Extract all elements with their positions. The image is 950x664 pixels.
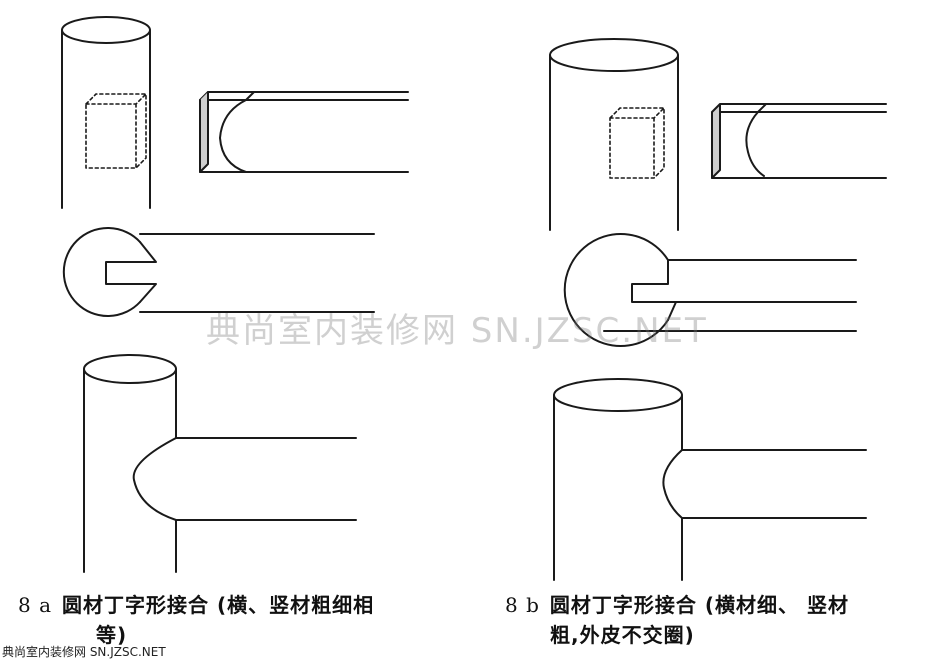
fig-8a-assembled-top-ellipse — [83, 354, 177, 384]
fig-8a-assembled-right-edge — [132, 368, 177, 573]
fig-8b-rail-tenon-face — [712, 104, 720, 178]
fig-8b-rail-saddle-curve — [745, 111, 765, 177]
fig-8a-rail-saddle-curve — [219, 99, 247, 173]
caption-8a-line1: 圆材丁字形接合 (横、竖材粗细相 — [62, 593, 375, 617]
fig-8b-post-top-ellipse — [549, 38, 679, 72]
fig-8b-assembled-top-ellipse — [553, 378, 683, 412]
fig-8a-section — [62, 227, 375, 317]
fig-8b-section-circle — [563, 233, 669, 347]
fig-8a-mortise-hidden — [85, 93, 147, 169]
fig-8b-post — [549, 38, 679, 231]
caption-8b-number: 8 b — [505, 593, 540, 617]
fig-8b-assembled — [553, 378, 867, 581]
fig-8a-section-slot — [105, 241, 157, 303]
fig-8b-rail-tenon-outline — [711, 103, 767, 179]
fig-8a-assembled — [83, 354, 357, 573]
fig-8a-post — [61, 16, 151, 209]
fig-8a-rail — [199, 91, 409, 173]
fig-8b — [549, 38, 887, 581]
fig-8a-rail-tenon-outline — [199, 91, 247, 173]
caption-8a-number: 8 a — [18, 593, 53, 617]
fig-8b-rail — [711, 103, 887, 179]
fig-8a-rail-tenon-face — [200, 92, 208, 172]
caption-8a: 8 a 圆材丁字形接合 (横、竖材粗细相 等) — [18, 590, 458, 650]
fig-8a-section-circle — [62, 227, 141, 317]
fig-8b-mortise-hidden — [609, 107, 665, 179]
fig-8b-section-slot — [631, 259, 677, 321]
caption-8b-line2: 粗,外皮不交圈) — [550, 623, 695, 647]
fig-8b-assembled-right-edge — [662, 394, 683, 581]
caption-8a-line2: 等) — [96, 623, 128, 647]
fig-8a — [61, 16, 409, 573]
footer-credit: 典尚室内装修网 SN.JZSC.NET — [2, 645, 166, 659]
caption-8b: 8 b 圆材丁字形接合 (横材细、 竖材 粗,外皮不交圈) — [505, 590, 945, 650]
fig-8a-post-top-ellipse — [61, 16, 151, 44]
caption-8b-line1: 圆材丁字形接合 (横材细、 竖材 — [549, 593, 849, 617]
fig-8b-section — [563, 233, 857, 347]
